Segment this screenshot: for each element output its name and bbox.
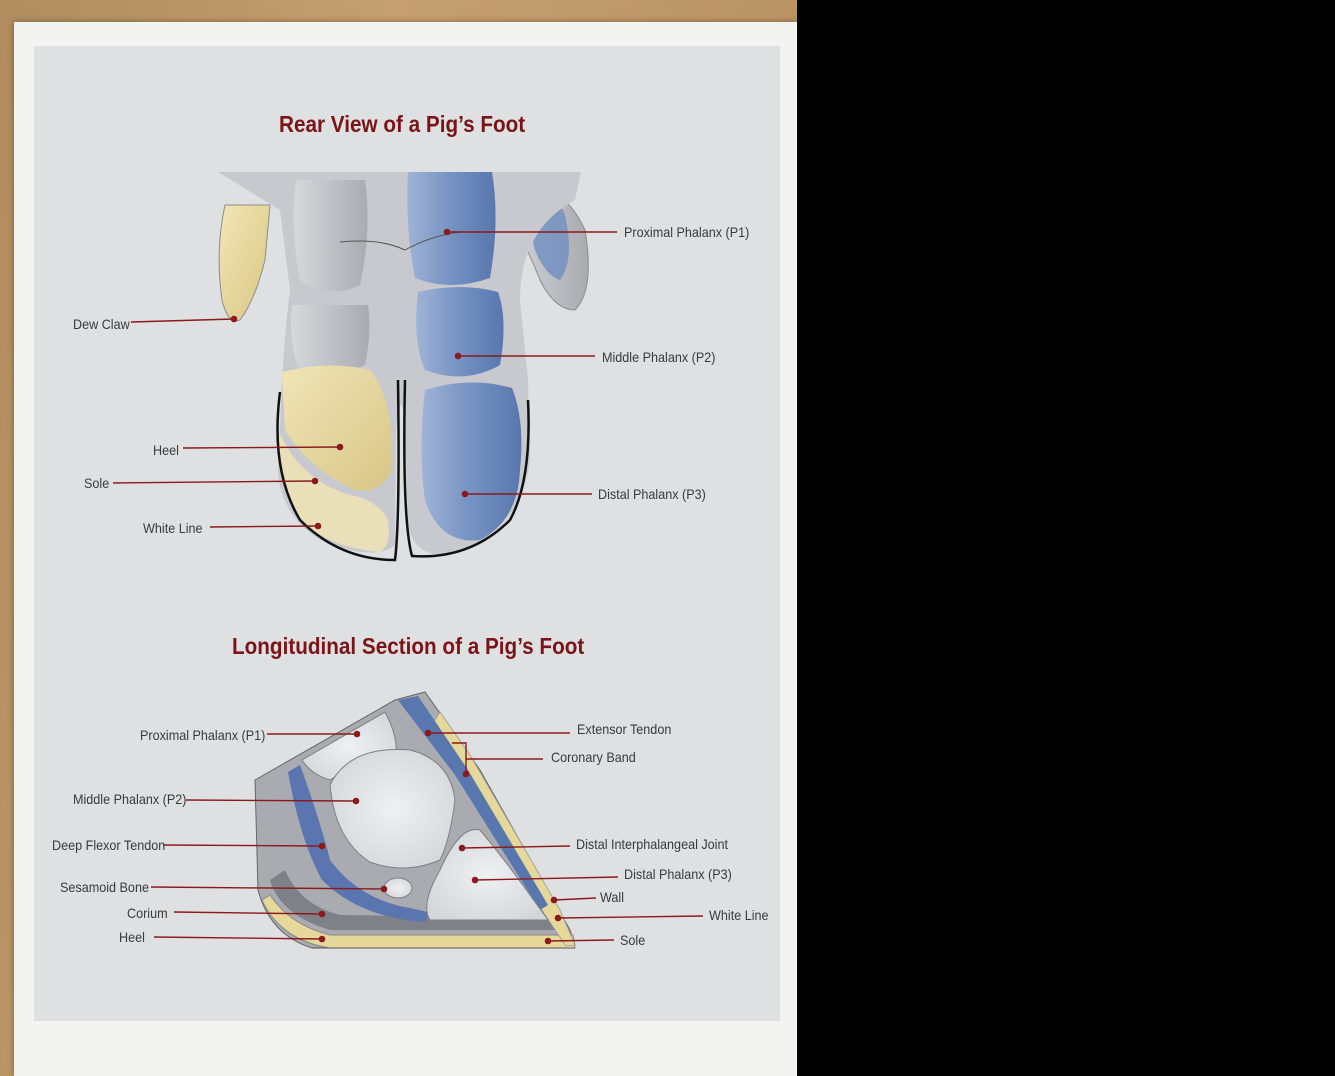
label-dew-claw: Dew Claw [73, 316, 130, 332]
label-proximal-phalanx: Proximal Phalanx (P1) [624, 224, 749, 240]
label-distal-phalanx: Distal Phalanx (P3) [598, 486, 706, 502]
label-section-sole: Sole [620, 932, 645, 948]
label-section-proximal-phalanx: Proximal Phalanx (P1) [140, 727, 265, 743]
label-section-heel: Heel [119, 929, 145, 945]
label-sole: Sole [84, 475, 109, 491]
label-corium: Corium [127, 905, 168, 921]
longitudinal-section-foot [255, 692, 575, 948]
label-distal-interphalangeal-joint: Distal Interphalangeal Joint [576, 836, 728, 852]
label-middle-phalanx: Middle Phalanx (P2) [602, 349, 715, 365]
label-section-distal-phalanx: Distal Phalanx (P3) [624, 866, 732, 882]
label-heel: Heel [153, 442, 179, 458]
rear-view-foot [218, 170, 588, 560]
label-sesamoid-bone: Sesamoid Bone [60, 879, 149, 895]
label-section-middle-phalanx: Middle Phalanx (P2) [73, 791, 186, 807]
anatomy-drawings [0, 0, 797, 1076]
label-extensor-tendon: Extensor Tendon [577, 721, 671, 737]
longitudinal-section-title: Longitudinal Section of a Pig’s Foot [232, 633, 584, 660]
label-deep-flexor-tendon: Deep Flexor Tendon [52, 837, 165, 853]
label-section-white-line: White Line [709, 907, 769, 923]
rear-view-title: Rear View of a Pig’s Foot [279, 111, 525, 138]
label-white-line: White Line [143, 520, 203, 536]
label-wall: Wall [600, 889, 624, 905]
label-coronary-band: Coronary Band [551, 749, 636, 765]
black-letterbox [797, 0, 1335, 1076]
